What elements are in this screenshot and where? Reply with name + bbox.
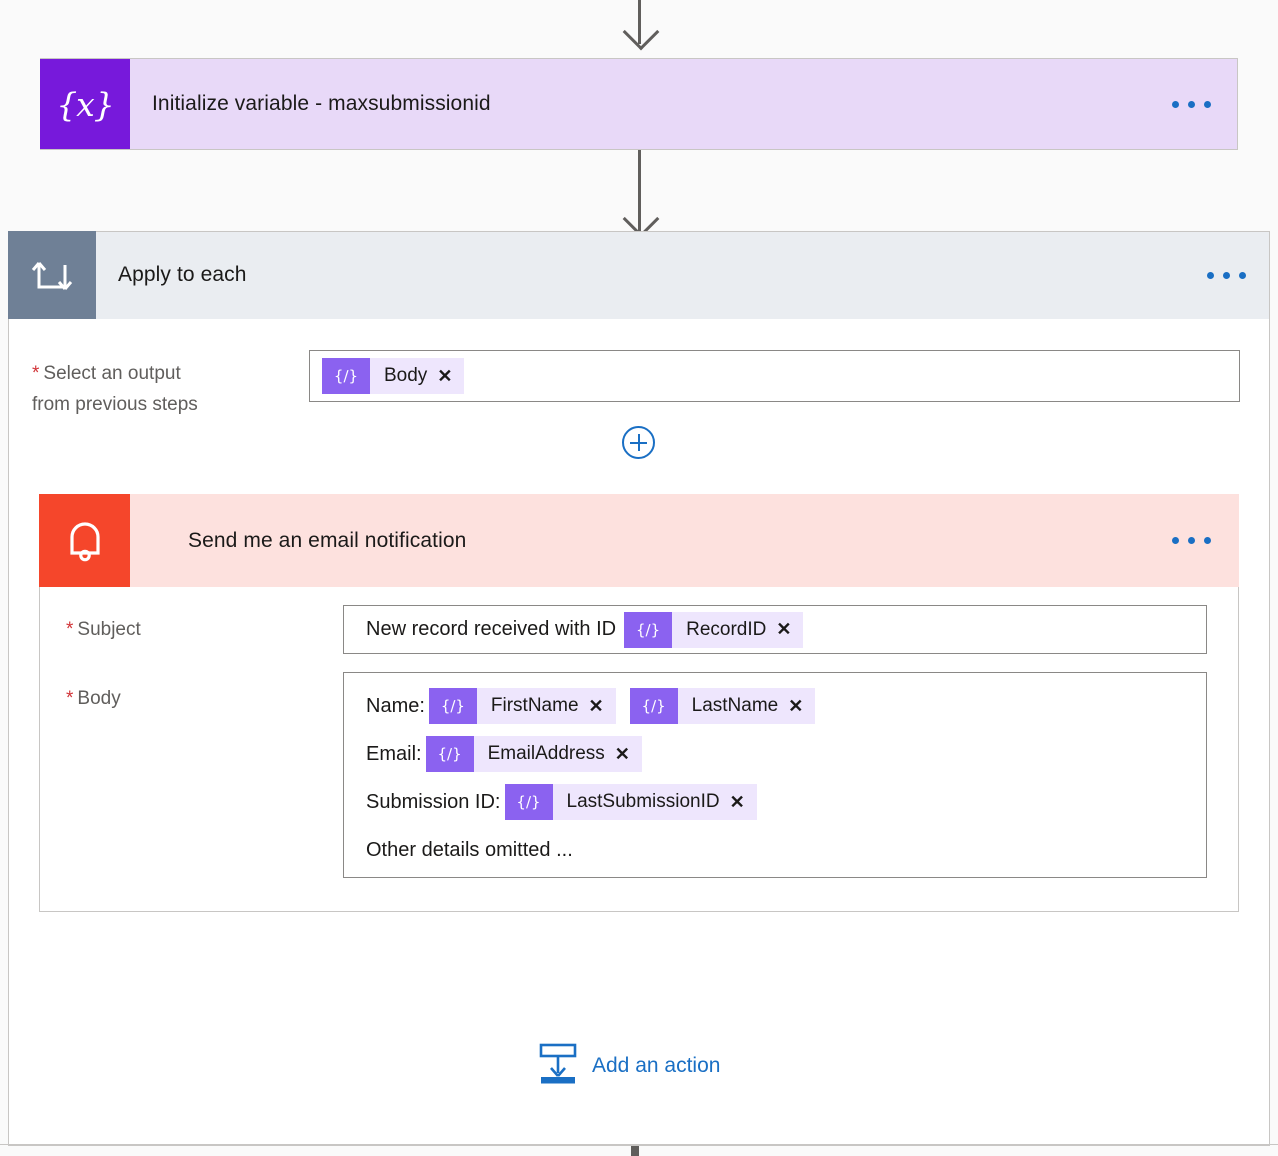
action-card-initialize-variable[interactable]: {x} Initialize variable - maxsubmissioni… [40, 58, 1238, 150]
connector-out-of-scope [631, 1146, 639, 1156]
body-input[interactable]: Name: {∕} FirstName ✕ {∕} LastName ✕ Ema… [343, 672, 1207, 878]
body-line-lead: Name: [366, 694, 425, 717]
add-action-label: Add an action [592, 1053, 721, 1077]
remove-token-icon[interactable]: ✕ [788, 695, 804, 716]
remove-token-icon[interactable]: ✕ [776, 619, 792, 639]
variable-braces-icon: {x} [40, 59, 130, 149]
dynamic-token-lastname[interactable]: {∕} LastName ✕ [629, 688, 816, 724]
expression-token-icon: {∕} [629, 688, 678, 724]
action-title-initialize-variable: Initialize variable - maxsubmissionid [152, 92, 491, 115]
token-label: FirstName [490, 695, 579, 716]
ellipsis-dot [1188, 100, 1195, 108]
ellipsis-dot [1188, 537, 1195, 544]
token-label: EmailAddress [487, 743, 605, 764]
field-label-line-1: Select an output [43, 363, 181, 384]
bell-notification-icon [39, 494, 130, 587]
add-an-action-button[interactable]: Add an action [538, 1042, 720, 1089]
dynamic-token-firstname[interactable]: {∕} FirstName ✕ [428, 688, 616, 724]
expression-token-icon: {∕} [624, 611, 673, 648]
dynamic-token-lastsubmissionid[interactable]: {∕} LastSubmissionID ✕ [504, 784, 757, 820]
body-line: Other details omitted ... [366, 826, 1206, 874]
subject-static-text: New record received with ID [366, 618, 617, 640]
scope-apply-to-each [8, 231, 1270, 319]
overflow-menu-initialize-variable[interactable] [1172, 59, 1237, 149]
remove-token-icon[interactable]: ✕ [437, 365, 453, 386]
overflow-menu-apply-to-each[interactable] [1207, 231, 1270, 319]
field-label-text: Body [77, 688, 121, 709]
add-action-icon [538, 1042, 578, 1089]
field-label-subject: *Subject [66, 614, 141, 645]
remove-token-icon[interactable]: ✕ [614, 743, 630, 764]
ellipsis-dot [1172, 100, 1179, 108]
add-dynamic-content-button[interactable] [622, 426, 655, 459]
loop-repeat-icon [8, 231, 96, 319]
select-output-input[interactable]: {∕} Body ✕ [309, 350, 1240, 402]
field-label-text: Subject [77, 619, 141, 640]
dynamic-token-emailaddress[interactable]: {∕} EmailAddress ✕ [425, 736, 642, 772]
expression-token-icon: {∕} [428, 688, 477, 724]
loop-repeat-glyph [31, 262, 73, 290]
ellipsis-dot [1204, 537, 1211, 544]
expression-token-icon: {∕} [425, 736, 474, 772]
required-asterisk: * [32, 363, 40, 384]
ellipsis-dot [1207, 271, 1214, 279]
ellipsis-dot [1172, 537, 1179, 544]
subject-input[interactable]: New record received with ID {∕} RecordID… [343, 605, 1207, 654]
field-label-select-an-output: *Select an output from previous steps [32, 358, 302, 420]
body-line-lead: Email: [366, 742, 422, 765]
ellipsis-dot [1239, 271, 1246, 279]
ellipsis-dot [1204, 100, 1211, 108]
add-action-glyph [539, 1043, 577, 1084]
expression-token-icon: {∕} [322, 358, 370, 394]
action-title-apply-to-each: Apply to each [118, 263, 247, 286]
dynamic-token-recordid[interactable]: {∕} RecordID ✕ [624, 611, 804, 648]
body-line-lead: Other details omitted ... [366, 838, 573, 861]
expression-token-icon: {∕} [504, 784, 553, 820]
canvas-bottom-divider [0, 1144, 1278, 1145]
ellipsis-dot [1223, 271, 1230, 279]
required-asterisk: * [66, 619, 74, 640]
remove-token-icon[interactable]: ✕ [588, 695, 604, 716]
overflow-menu-send-email-notification[interactable] [1172, 494, 1239, 587]
field-label-body: *Body [66, 683, 121, 714]
variable-braces-glyph: {x} [56, 84, 115, 124]
body-line: Name: {∕} FirstName ✕ {∕} LastName ✕ [366, 682, 1206, 730]
action-title-send-email-notification: Send me an email notification [188, 528, 467, 552]
token-label: Body [384, 365, 428, 386]
token-label: RecordID [686, 618, 767, 640]
bell-notification-glyph [69, 521, 100, 561]
required-asterisk: * [66, 688, 74, 709]
token-label: LastName [691, 695, 779, 716]
body-line: Email: {∕} EmailAddress ✕ [366, 730, 1206, 778]
action-card-apply-to-each[interactable]: Apply to each [8, 231, 1270, 319]
body-line-lead: Submission ID: [366, 790, 501, 813]
token-label: LastSubmissionID [566, 791, 720, 812]
remove-token-icon[interactable]: ✕ [729, 791, 745, 812]
dynamic-token-body[interactable]: {∕} Body ✕ [322, 358, 465, 394]
field-label-line-2: from previous steps [32, 394, 198, 415]
body-line: Submission ID: {∕} LastSubmissionID ✕ [366, 778, 1206, 826]
action-header-send-email-notification[interactable]: Send me an email notification [39, 494, 1239, 587]
